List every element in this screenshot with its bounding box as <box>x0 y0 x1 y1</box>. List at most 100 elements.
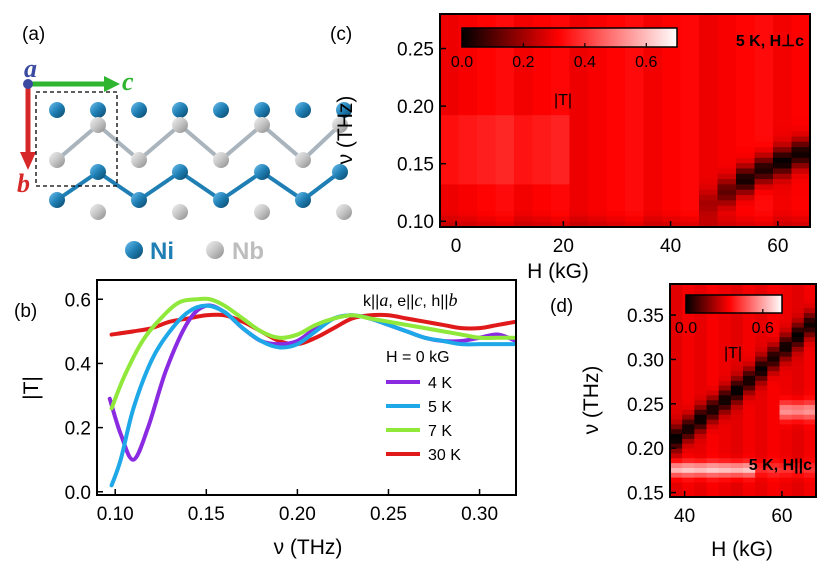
heatmap-cell <box>662 184 682 191</box>
heatmap-cell <box>682 395 695 401</box>
heatmap-cell <box>699 115 719 122</box>
heatmap-cell <box>606 152 626 159</box>
heatmap-cell <box>755 351 768 358</box>
heatmap-cell <box>767 327 781 334</box>
heatmap-cell <box>773 88 793 95</box>
heatmap-cell <box>495 72 515 79</box>
x-tick-label: 0.15 <box>188 504 225 525</box>
heatmap-cell <box>743 332 756 338</box>
heatmap-cell <box>706 366 720 372</box>
heatmap-cell <box>706 351 720 358</box>
heatmap-cell <box>662 205 682 212</box>
heatmap-cell <box>779 337 793 343</box>
heatmap-cell <box>791 453 805 459</box>
heatmap-cell <box>803 332 817 338</box>
axis-c-arrowhead <box>104 76 120 92</box>
heatmap-cell <box>743 443 756 450</box>
heatmap-cell <box>773 157 793 164</box>
heatmap-cell <box>458 157 478 164</box>
heatmap-cell <box>743 482 756 488</box>
heatmap-cell <box>699 40 719 47</box>
heatmap-cell <box>680 157 700 164</box>
panel-b-ylabel: |T| <box>20 376 43 400</box>
heatmap-cell <box>569 168 589 175</box>
panel-d-annotation: 5 K, H||c <box>749 457 812 474</box>
heatmap-cell <box>606 184 626 191</box>
heatmap-cell <box>514 93 534 100</box>
heatmap-cell <box>680 115 700 122</box>
heatmap-cell <box>773 147 793 154</box>
legend-nb-marker <box>206 241 224 259</box>
heatmap-cell <box>803 351 817 358</box>
heatmap-cell <box>606 157 626 164</box>
heatmap-cell <box>779 356 793 363</box>
heatmap-cell <box>682 337 695 343</box>
heatmap-cell <box>551 45 571 52</box>
ni-atom <box>213 102 229 118</box>
heatmap-cell <box>706 313 720 319</box>
heatmap-cell <box>803 453 817 459</box>
heatmap-cell <box>791 163 811 170</box>
heatmap-cell <box>588 77 608 84</box>
heatmap-cell <box>532 200 552 207</box>
heatmap-cell <box>754 115 774 122</box>
heatmap-cell <box>736 61 756 68</box>
heatmap-cell <box>670 443 683 450</box>
heatmap-cell <box>730 453 744 459</box>
heatmap-cell <box>670 487 683 493</box>
nb-atom <box>254 117 270 133</box>
panel-d-xlabel: H (kG) <box>711 538 773 561</box>
heatmap-cell <box>791 356 805 363</box>
heatmap-cell <box>743 284 756 290</box>
heatmap-cell <box>440 131 460 138</box>
heatmap-cell <box>736 93 756 100</box>
heatmap-cell <box>706 385 720 392</box>
heatmap-cell <box>588 179 608 185</box>
heatmap-cell <box>699 195 719 201</box>
heatmap-cell <box>551 195 571 201</box>
heatmap-cell <box>643 115 663 122</box>
heatmap-cell <box>706 472 720 479</box>
y-tick-label: 0.25 <box>397 40 434 61</box>
heatmap-cell <box>791 424 805 430</box>
heatmap-cell <box>791 448 805 455</box>
heatmap-cell <box>477 115 497 122</box>
heatmap-cell <box>743 342 756 348</box>
heatmap-cell <box>791 346 805 353</box>
heatmap-cell <box>458 83 478 90</box>
heatmap-cell <box>662 131 682 138</box>
heatmap-cell <box>754 51 774 58</box>
heatmap-cell <box>625 56 645 63</box>
heatmap-cell <box>730 429 744 435</box>
heatmap-cell <box>551 152 571 159</box>
heatmap-cell <box>773 179 793 185</box>
heatmap-cell <box>495 19 515 26</box>
ni-atom <box>213 192 229 208</box>
heatmap-cell <box>551 19 571 26</box>
heatmap-cell <box>682 371 695 377</box>
heatmap-cell <box>736 184 756 191</box>
heatmap-cell <box>670 298 683 304</box>
heatmap-cell <box>682 453 695 459</box>
heatmap-cell <box>767 332 781 338</box>
heatmap-cell <box>754 141 774 148</box>
heatmap-cell <box>458 93 478 100</box>
heatmap-cell <box>755 438 768 445</box>
heatmap-cell <box>718 472 732 479</box>
heatmap-cell <box>706 337 720 343</box>
heatmap-cell <box>477 99 497 106</box>
heatmap-cell <box>754 56 774 63</box>
heatmap-cell <box>625 99 645 106</box>
heatmap-cell <box>755 467 768 474</box>
y-tick-label: 0.10 <box>397 212 434 233</box>
heatmap-cell <box>803 395 817 401</box>
heatmap-cell <box>625 83 645 90</box>
heatmap-cell <box>694 405 708 411</box>
heatmap-cell <box>495 179 515 185</box>
heatmap-cell <box>569 19 589 26</box>
heatmap-cell <box>699 211 719 217</box>
heatmap-cell <box>791 395 805 401</box>
heatmap-cell <box>625 141 645 148</box>
heatmap-cell <box>755 385 768 392</box>
